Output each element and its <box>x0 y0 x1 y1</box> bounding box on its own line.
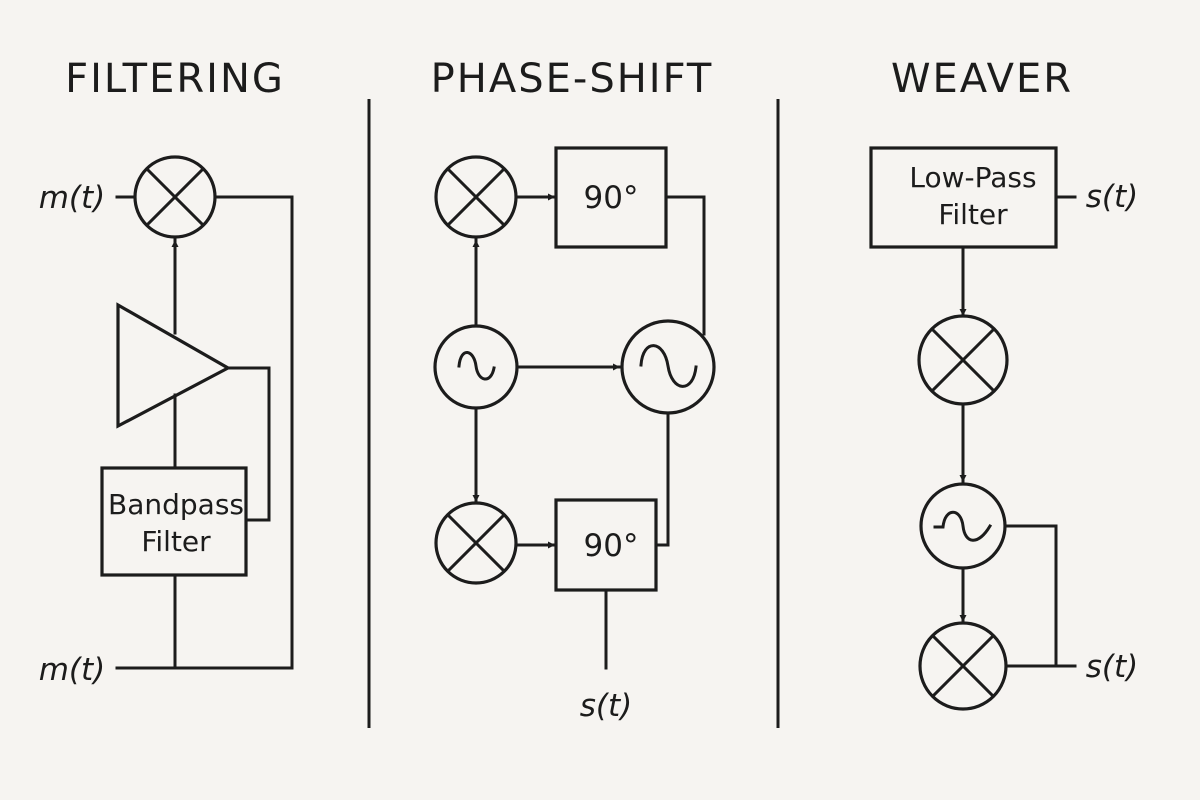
bottom-90-label: 90° <box>584 528 639 564</box>
filtering-bandpass-filter: Bandpass Filter <box>100 466 248 577</box>
filtering-title: FILTERING <box>65 56 285 102</box>
top-90-label: 90° <box>584 180 639 216</box>
bandpass-label-line2: Filter <box>141 525 211 558</box>
filtering-input-label-bottom: m(t) <box>39 652 106 688</box>
weaver-bottom-output-label: s(t) <box>1086 649 1139 685</box>
phase-shift-top-multiplier-icon <box>434 155 518 239</box>
lpf-label-line1: Low-Pass <box>909 161 1036 194</box>
filtering-amp-feedback-wire <box>226 366 271 522</box>
filtering-input-label-top: m(t) <box>39 180 106 216</box>
weaver-top-multiplier-icon <box>917 314 1009 406</box>
phase-shift-top-90-degree-block: 90° <box>554 146 668 249</box>
bandpass-label-line1: Bandpass <box>108 488 244 521</box>
phase-shift-section: PHASE-SHIFT 90° <box>431 56 716 724</box>
filtering-output-wire <box>213 195 294 670</box>
weaver-top-output-label: s(t) <box>1086 179 1139 215</box>
lpf-label-line2: Filter <box>938 198 1008 231</box>
filtering-section: FILTERING m(t) Bandpass Filter m(t) <box>39 56 294 688</box>
phase-shift-left-oscillator-icon <box>433 324 519 410</box>
phase-shift-osc-to-bottom-shifter-wire <box>654 412 670 547</box>
filtering-multiplier-icon <box>133 155 217 239</box>
weaver-osc-side-wire <box>1004 524 1058 668</box>
phase-shift-top-shifter-wire <box>665 195 706 336</box>
phase-shift-title: PHASE-SHIFT <box>431 56 714 102</box>
filtering-amplifier-icon <box>116 302 232 429</box>
phase-shift-bottom-90-degree-block: 90° <box>554 498 658 592</box>
phase-shift-output-label: s(t) <box>580 688 633 724</box>
weaver-title: WEAVER <box>891 56 1073 102</box>
weaver-oscillator-icon <box>919 482 1007 570</box>
weaver-bottom-multiplier-icon <box>918 621 1008 711</box>
weaver-low-pass-filter: Low-Pass Filter <box>869 146 1058 249</box>
weaver-section: WEAVER Low-Pass Filter s(t) <box>869 56 1139 711</box>
phase-shift-right-oscillator-icon <box>620 319 716 415</box>
phase-shift-bottom-multiplier-icon <box>434 501 518 585</box>
